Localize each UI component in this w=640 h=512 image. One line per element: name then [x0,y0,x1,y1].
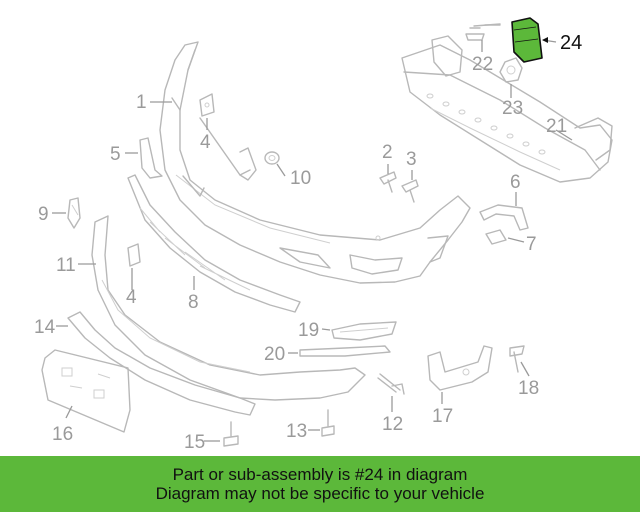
callout-6: 6 [510,172,521,193]
callout-11: 11 [56,255,76,276]
callout-8: 8 [188,292,199,313]
callout-10: 10 [290,168,311,189]
part-6-bracket[interactable] [479,204,529,231]
callout-18: 18 [518,378,539,399]
part-4-clip-upper[interactable] [199,93,215,117]
callout-19: 19 [298,320,319,341]
callout-24-highlighted: 24 [560,32,582,54]
callout-1: 1 [136,92,147,113]
callout-14: 14 [34,317,56,338]
part-13-retainer[interactable] [321,409,335,437]
callout-21: 21 [546,116,567,137]
part-10-grommet[interactable] [264,151,280,165]
part-23-nut[interactable] [499,57,523,83]
part-4-clip-lower[interactable] [127,243,141,267]
part-5-bracket[interactable] [139,137,163,179]
banner-line-disclaimer: Diagram may not be specific to your vehi… [155,484,485,503]
part-11-deflector[interactable] [91,215,366,401]
part-24-module-highlighted[interactable] [511,17,543,63]
part-7-clip[interactable] [485,229,507,245]
callout-5: 5 [110,144,121,165]
part-21-reinforcement-beam[interactable] [401,35,613,183]
callout-15: 15 [184,432,205,453]
callout-16: 16 [52,424,73,445]
diagram-canvas: 1 4 5 9 10 2 3 6 7 8 11 4 14 16 15 13 12… [34,17,613,453]
callout-4-lower: 4 [126,287,137,308]
callout-2: 2 [382,142,393,163]
part-15-retainer[interactable] [223,421,239,447]
part-17-mount-bracket[interactable] [427,345,493,391]
callout-12: 12 [382,414,403,435]
callout-13: 13 [286,421,307,442]
callout-labels: 1 4 5 9 10 2 3 6 7 8 11 4 14 16 15 13 12… [34,32,582,453]
part-1-bumper-cover[interactable] [159,41,471,284]
callout-9: 9 [38,204,49,225]
part-18-screw[interactable] [509,345,525,373]
part-9-emblem[interactable] [67,197,81,229]
callout-22: 22 [472,54,493,75]
part-14-lower-valance[interactable] [67,311,256,416]
part-16-license-bracket[interactable] [41,349,131,433]
part-12-bolt[interactable] [377,373,405,395]
callout-17: 17 [432,406,453,427]
callout-7: 7 [526,234,537,255]
leader-lines [52,37,573,442]
part-19-fog-trim[interactable] [331,321,397,341]
callout-23: 23 [502,98,523,119]
part-8-lower-grille[interactable] [127,174,301,313]
part-20-trim-strip[interactable] [299,345,391,357]
part-3-push-pin[interactable] [401,179,419,203]
beam-holes [426,93,546,155]
callout-4-upper: 4 [200,132,211,153]
part-2-push-pin[interactable] [379,171,397,193]
callout-20: 20 [264,344,285,365]
callout-3: 3 [406,149,417,170]
banner-line-part-number: Part or sub-assembly is #24 in diagram [172,465,468,484]
info-banner: Part or sub-assembly is #24 in diagram D… [0,456,640,512]
part-22-bolt[interactable] [465,23,501,41]
